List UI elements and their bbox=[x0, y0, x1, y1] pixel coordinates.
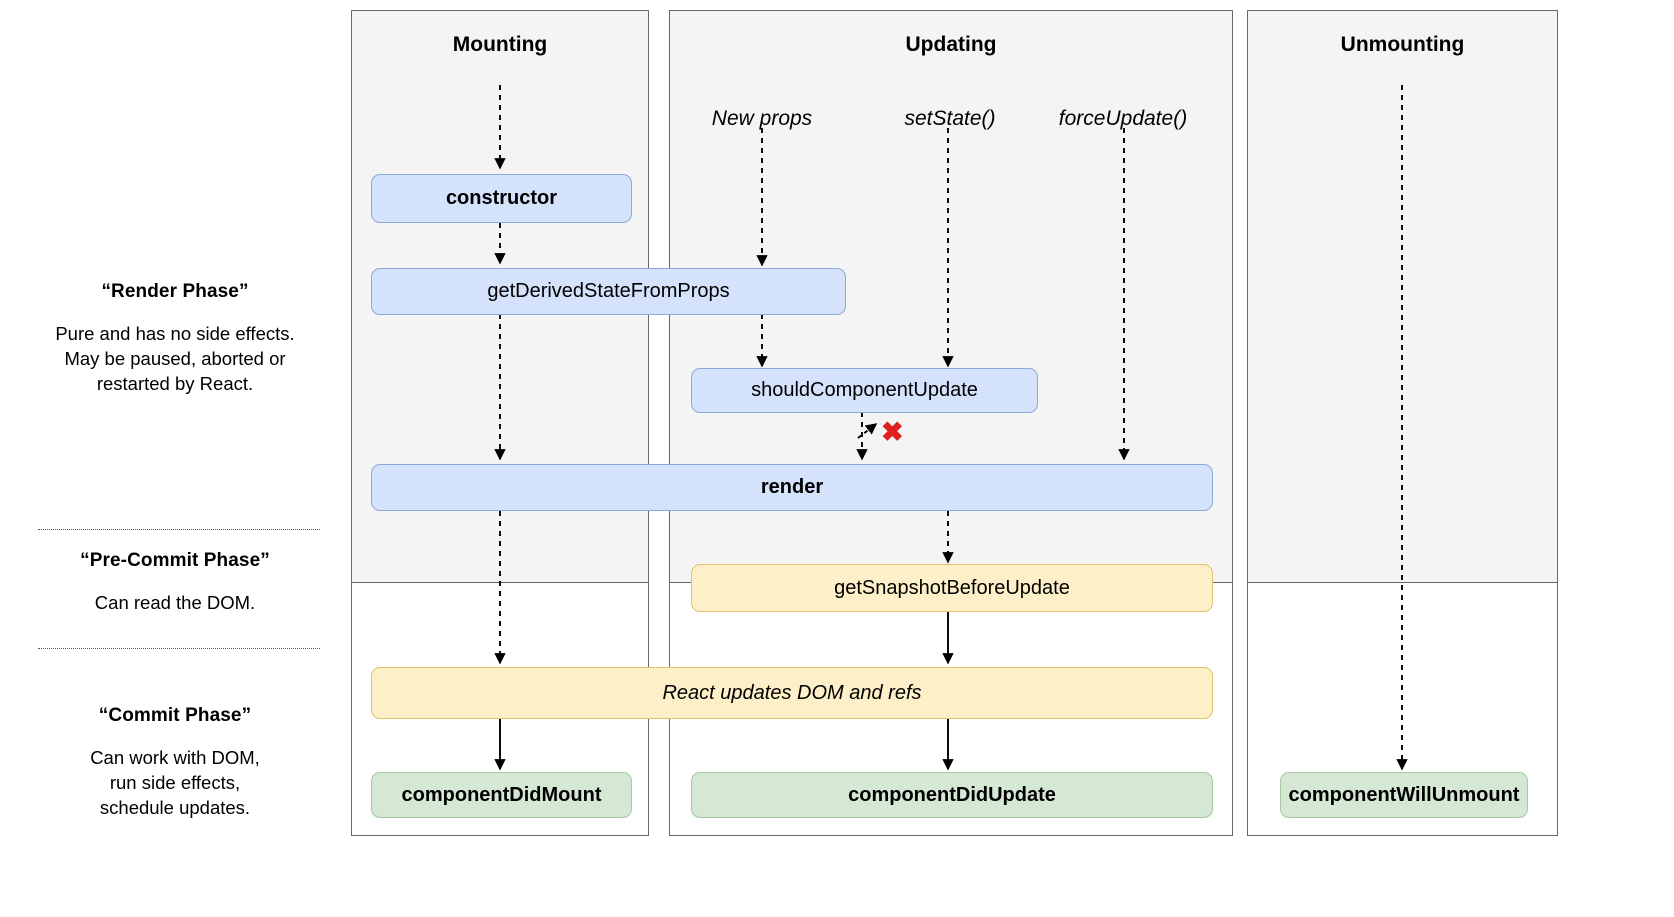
node-component-did-mount[interactable]: componentDidMount bbox=[371, 772, 632, 818]
node-constructor[interactable]: constructor bbox=[371, 174, 632, 223]
column-title-updating: Updating bbox=[905, 33, 997, 56]
trigger-label-new-props: New props bbox=[711, 107, 813, 130]
legend-pre-commit-phase: “Pre-Commit Phase” Can read the DOM. bbox=[10, 549, 340, 615]
node-component-will-unmount[interactable]: componentWillUnmount bbox=[1280, 772, 1528, 818]
legend-divider-bottom bbox=[38, 648, 320, 649]
node-get-snapshot-before-update[interactable]: getSnapshotBeforeUpdate bbox=[691, 564, 1213, 612]
abort-mark-icon: ✖ bbox=[881, 417, 904, 447]
legend-title-commit-phase: “Commit Phase” bbox=[98, 705, 252, 726]
column-title-unmounting: Unmounting bbox=[1340, 33, 1465, 56]
node-should-component-update[interactable]: shouldComponentUpdate bbox=[691, 368, 1038, 413]
node-render[interactable]: render bbox=[371, 464, 1213, 511]
legend-desc-commit-phase: Can work with DOM, run side effects, sch… bbox=[90, 747, 260, 818]
trigger-label-force-update: forceUpdate() bbox=[1058, 107, 1188, 130]
node-get-derived-state-from-props[interactable]: getDerivedStateFromProps bbox=[371, 268, 846, 315]
legend-desc-pre-commit-phase: Can read the DOM. bbox=[94, 592, 256, 613]
legend-title-render-phase: “Render Phase” bbox=[101, 281, 249, 302]
legend-desc-render-phase: Pure and has no side effects. May be pau… bbox=[55, 323, 295, 394]
legend-title-pre-commit-phase: “Pre-Commit Phase” bbox=[80, 550, 270, 571]
node-react-updates-dom-and-refs[interactable]: React updates DOM and refs bbox=[371, 667, 1213, 719]
column-frame-unmounting-render bbox=[1247, 10, 1558, 583]
column-title-mounting: Mounting bbox=[452, 33, 548, 56]
legend-divider-top bbox=[38, 529, 320, 530]
legend-commit-phase: “Commit Phase” Can work with DOM, run si… bbox=[10, 704, 340, 820]
legend-render-phase: “Render Phase” Pure and has no side effe… bbox=[10, 280, 340, 396]
node-component-did-update[interactable]: componentDidUpdate bbox=[691, 772, 1213, 818]
trigger-label-set-state: setState() bbox=[904, 107, 996, 130]
